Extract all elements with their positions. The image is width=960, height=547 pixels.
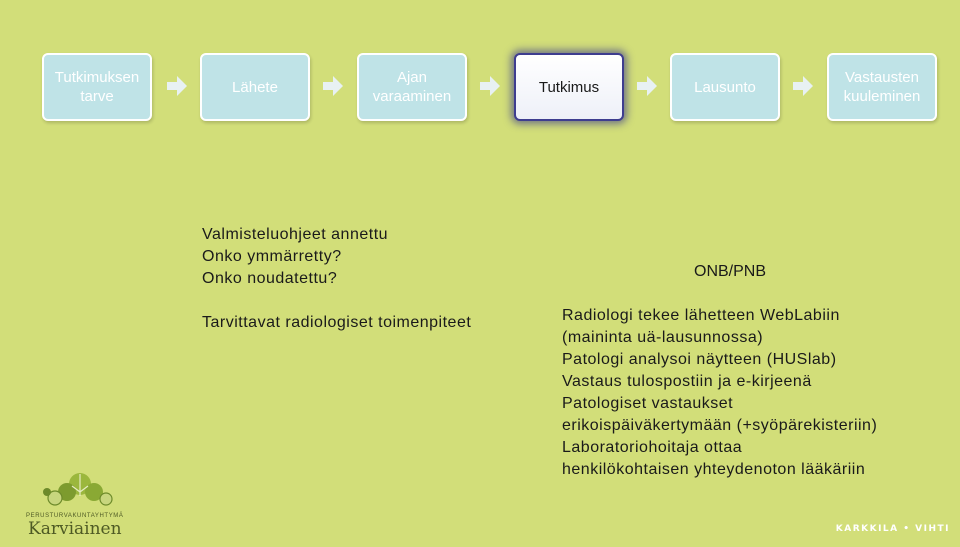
note-line: Onko ymmärretty?: [202, 248, 342, 265]
footer-locations: KARKKILA • VIHTI: [835, 524, 950, 534]
detail-line: (maininta uä-lausunnossa): [562, 329, 764, 346]
detail-line: Patologiset vastaukset: [562, 395, 734, 412]
arrow-right-icon: [637, 76, 657, 96]
arrow-right-icon: [323, 76, 343, 96]
step-vastausten-kuuleminen: Vastausten kuuleminen: [827, 53, 937, 121]
detail-line: Vastaus tulospostiin ja e-kirjeenä: [562, 373, 812, 390]
step-ajan-varaaminen: Ajan varaaminen: [357, 53, 467, 121]
step-tutkimuksen-tarve: Tutkimuksen tarve: [42, 53, 152, 121]
preparation-notes: Valmisteluohjeet annettu Onko ymmärretty…: [202, 224, 388, 290]
detail-line: Radiologi tekee lähetteen WebLabiin: [562, 307, 840, 324]
process-flow: Tutkimuksen tarve Lähete Ajan varaaminen…: [0, 0, 960, 130]
arrow-right-icon: [480, 76, 500, 96]
step-lahete: Lähete: [200, 53, 310, 121]
note-line: Valmisteluohjeet annettu: [202, 226, 389, 243]
detail-line: Laboratoriohoitaja ottaa: [562, 439, 743, 456]
arrow-right-icon: [167, 76, 187, 96]
karviainen-logo: PERUSTURVAKUNTAYHTYMÄ Karviainen: [26, 473, 124, 539]
radiology-actions-note: Tarvittavat radiologiset toimenpiteet: [202, 314, 472, 331]
onb-pnb-details: Radiologi tekee lähetteen WebLabiin (mai…: [562, 305, 877, 481]
detail-line: erikoispäiväkertymään (+syöpärekisteriin…: [562, 417, 878, 434]
arrow-right-icon: [793, 76, 813, 96]
logo-org-line: PERUSTURVAKUNTAYHTYMÄ: [26, 512, 124, 519]
note-line: Onko noudatettu?: [202, 270, 338, 287]
logo-name: Karviainen: [28, 519, 122, 539]
step-tutkimus-active: Tutkimus: [514, 53, 624, 121]
step-lausunto: Lausunto: [670, 53, 780, 121]
detail-line: Patologi analysoi näytteen (HUSlab): [562, 351, 837, 368]
detail-line: henkilökohtaisen yhteydenoton lääkäriin: [562, 461, 866, 478]
gooseberry-leaf-icon: [43, 473, 113, 506]
onb-pnb-heading: ONB/PNB: [694, 263, 767, 280]
